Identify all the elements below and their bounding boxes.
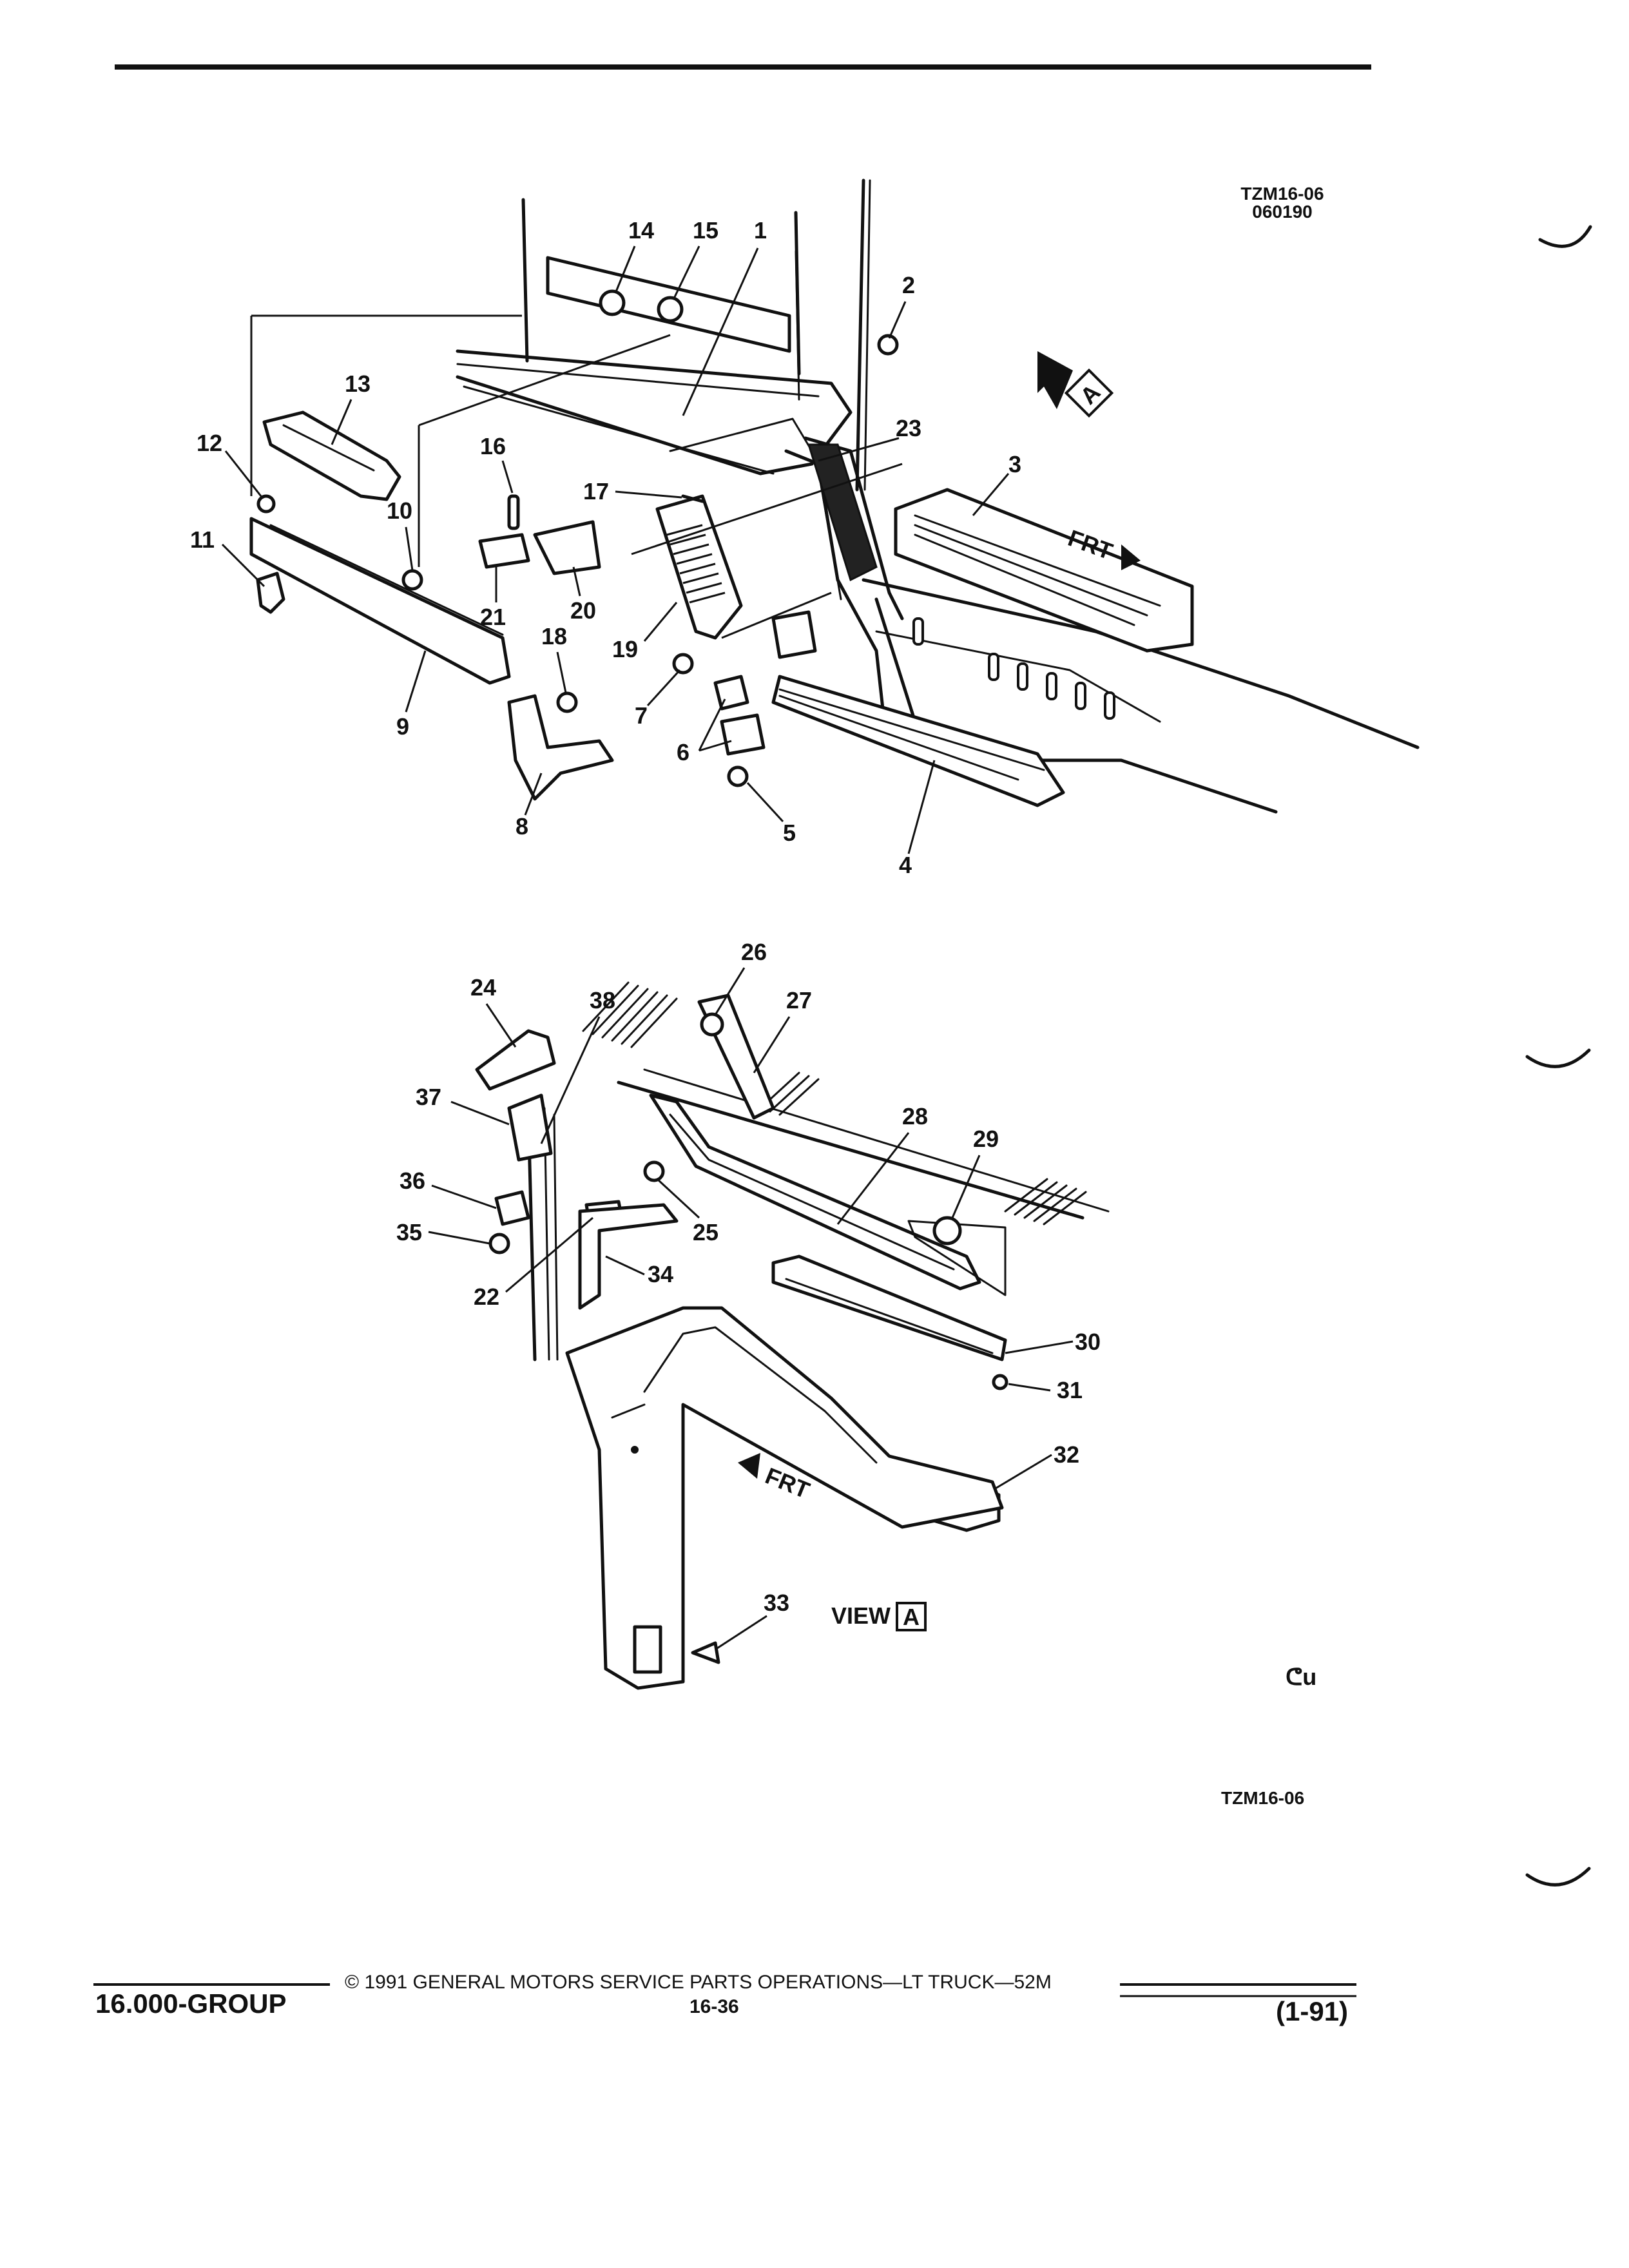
callout-12: 12 <box>197 430 222 456</box>
binder-clip-mark <box>1525 1048 1591 1068</box>
callout-36: 36 <box>400 1168 425 1194</box>
callout-20: 20 <box>570 597 596 624</box>
view-a-marker-lower <box>896 1602 927 1631</box>
upper-callouts: 1 2 3 4 5 6 7 8 9 10 11 12 13 <box>190 217 1021 878</box>
callout-6: 6 <box>677 739 689 765</box>
callout-19: 19 <box>612 636 638 662</box>
callout-10: 10 <box>387 497 412 524</box>
brand-logo: ᕦu <box>1286 1664 1316 1690</box>
callout-9: 9 <box>396 713 409 740</box>
callout-30: 30 <box>1075 1329 1101 1355</box>
binder-clip-mark <box>1525 1867 1591 1887</box>
callout-16: 16 <box>480 433 506 459</box>
callout-11: 11 <box>190 526 215 553</box>
figure-date: 060190 <box>1252 202 1312 222</box>
figure-footer-id: TZM16-06 <box>1221 1788 1304 1808</box>
callout-7: 7 <box>635 702 648 729</box>
callout-26: 26 <box>741 939 767 965</box>
callout-32: 32 <box>1054 1441 1079 1468</box>
frt-arrow-icon-lower <box>738 1453 760 1479</box>
callout-2: 2 <box>902 272 915 298</box>
lower-callouts: 22 24 25 26 27 28 29 30 31 32 33 34 35 <box>396 939 1101 1651</box>
svg-text:A: A <box>903 1604 920 1630</box>
callout-33: 33 <box>764 1590 789 1616</box>
callout-34: 34 <box>648 1261 673 1287</box>
callout-23: 23 <box>896 415 921 441</box>
figure-id: TZM16-06 <box>1240 184 1324 204</box>
callout-21: 21 <box>480 604 506 630</box>
callout-14: 14 <box>628 217 654 244</box>
callout-38: 38 <box>590 987 615 1014</box>
footer-copyright: © 1991 GENERAL MOTORS SERVICE PARTS OPER… <box>345 1972 1052 1993</box>
footer-revision: (1-91) <box>1276 1996 1349 2026</box>
callout-18: 18 <box>541 623 567 649</box>
callout-25: 25 <box>693 1219 718 1245</box>
callout-22: 22 <box>474 1283 499 1310</box>
callout-4: 4 <box>899 852 912 878</box>
callout-27: 27 <box>786 987 812 1014</box>
binder-clip-mark <box>1538 225 1592 248</box>
callout-13: 13 <box>345 370 371 397</box>
view-a-marker-upper: A <box>1064 368 1114 418</box>
footer-group: 16.000-GROUP <box>95 1988 287 2019</box>
upper-view: FRT A 1 2 3 4 5 6 7 8 9 <box>190 178 1420 878</box>
callout-31: 31 <box>1057 1377 1083 1403</box>
callout-29: 29 <box>973 1126 999 1152</box>
lower-view: FRT VIEW A 22 24 25 26 27 28 29 30 31 32 <box>396 939 1110 1690</box>
callout-15: 15 <box>693 217 718 244</box>
frt-arrow-icon <box>1121 544 1141 570</box>
callout-8: 8 <box>516 813 528 840</box>
callout-3: 3 <box>1008 451 1021 477</box>
footer-page-number: 16-36 <box>689 1996 739 2017</box>
callout-35: 35 <box>396 1219 422 1245</box>
callout-17: 17 <box>583 478 609 505</box>
callout-1: 1 <box>754 217 767 244</box>
view-label: VIEW <box>831 1602 891 1629</box>
callout-24: 24 <box>470 974 496 1001</box>
callout-37: 37 <box>416 1084 441 1110</box>
callout-28: 28 <box>902 1103 928 1129</box>
view-arrow-icon <box>1037 351 1073 409</box>
callout-5: 5 <box>783 820 796 846</box>
